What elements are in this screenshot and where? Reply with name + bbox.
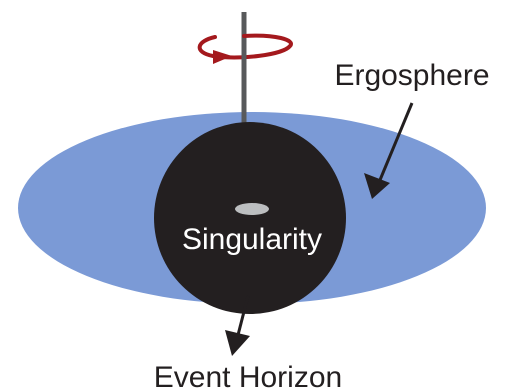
- event-horizon-pointer-arrow: [225, 295, 250, 356]
- rotation-arrow-icon: [197, 33, 294, 64]
- event-horizon-sphere: [154, 122, 346, 314]
- ergosphere-label: Ergosphere: [334, 59, 489, 92]
- event-horizon-label: Event Horizon: [154, 361, 342, 392]
- singularity-label: Singularity: [182, 223, 322, 256]
- ergosphere-pointer-arrow: [364, 102, 414, 199]
- singularity-marker: [235, 203, 269, 215]
